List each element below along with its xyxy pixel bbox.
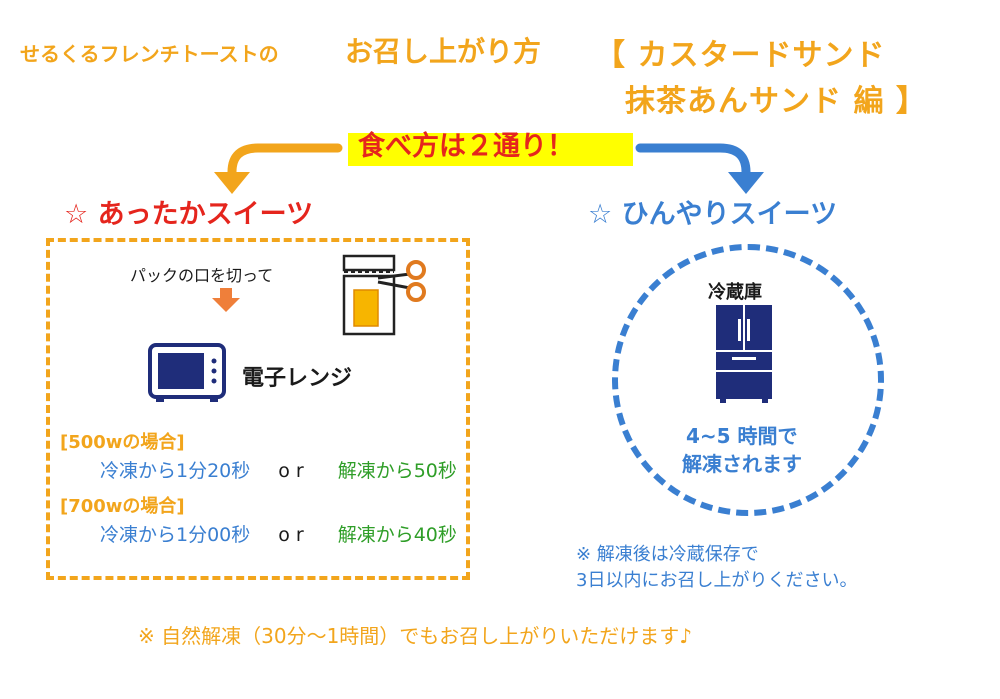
500w-thawed-time: 解凍から50秒 [337,460,457,482]
700w-frozen-time: 冷凍から1分00秒 [100,524,251,546]
shop-name-title: せるくるフレンチトーストの [20,42,279,66]
500w-heading: [500wの場合] [60,432,185,453]
cut-pack-instruction: パックの口を切って [130,266,274,285]
700w-times: 冷凍から1分00秒 or 解凍から40秒 [100,520,457,547]
warm-sweets-heading: ☆ あったかスイーツ [64,199,314,230]
500w-frozen-time: 冷凍から1分20秒 [100,460,251,482]
fridge-thaw-result: 解凍されます [682,452,802,476]
microwave-label: 電子レンジ [242,366,353,391]
700w-or: or [278,524,310,546]
product-title-line2: 抹茶あんサンド 編 】 [625,84,927,119]
500w-or: or [278,460,310,482]
warm-instructions-box [46,238,470,580]
fridge-thaw-time: 4~5 時間で [686,424,798,448]
scissors-pack-icon [342,254,426,336]
700w-thawed-time: 解凍から40秒 [337,524,457,546]
fridge-label: 冷蔵庫 [708,282,762,303]
arrow-down-icon [212,288,240,312]
cold-note-line2: 3日以内にお召し上がりください。 [576,570,858,591]
cold-sweets-heading: ☆ ひんやりスイーツ [588,199,838,230]
500w-times: 冷凍から1分20秒 or 解凍から50秒 [100,456,457,483]
how-to-eat-title: お召し上がり方 [345,35,542,68]
fridge-icon [716,305,772,403]
cold-note-line1: ※ 解凍後は冷蔵保存で [576,544,759,565]
natural-thaw-note: ※ 自然解凍（30分～1時間）でもお召し上がりいただけます♪ [138,624,693,648]
product-title-line1: 【 カスタードサンド [595,38,886,73]
700w-heading: [700wの場合] [60,496,185,517]
microwave-icon [148,343,226,402]
cold-instructions-circle [612,244,884,516]
banner-text: 食べ方は２通り！ [358,131,574,162]
banner-highlight [348,133,633,166]
